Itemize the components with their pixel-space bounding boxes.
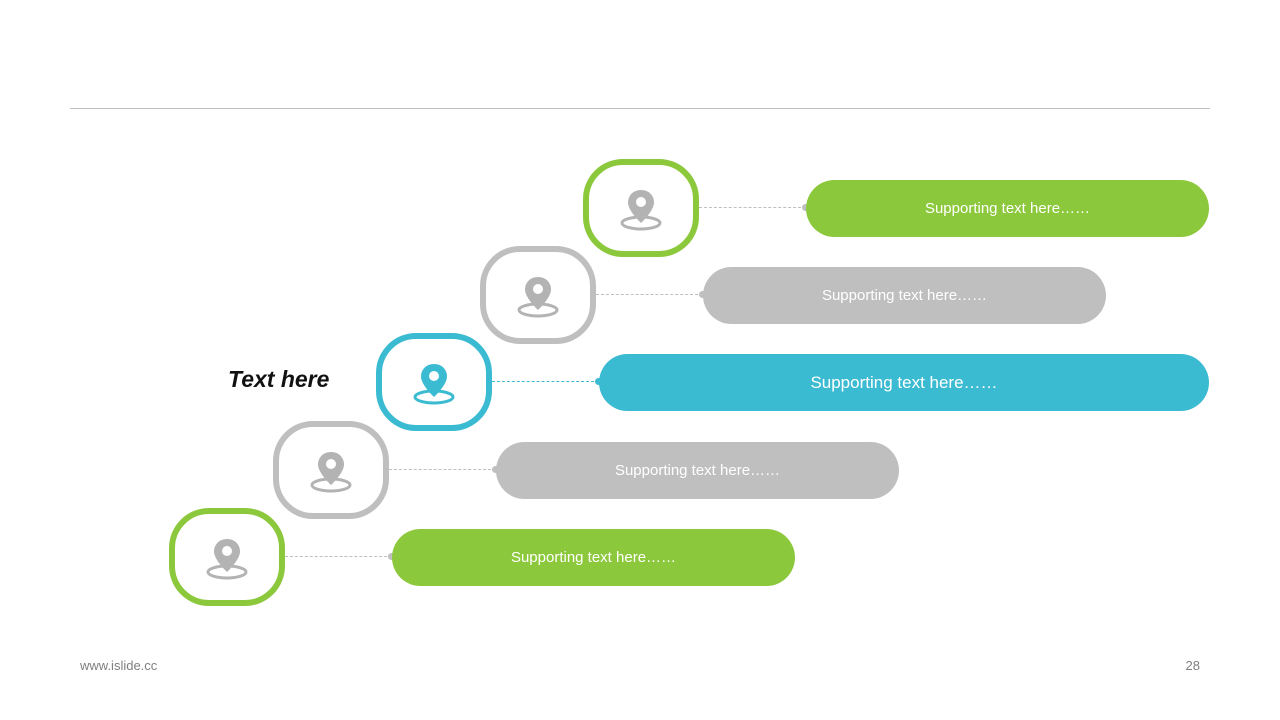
location-pin-icon [620,190,662,231]
connector-dot [595,378,602,385]
connector-dot [492,466,499,473]
footer-url: www.islide.cc [80,658,158,673]
side-label: Text here [228,366,330,392]
connector-dot [802,204,809,211]
connector-dot [699,291,706,298]
step-label-text: Supporting text here…… [614,462,781,479]
step-label-pill: Supporting text here…… [806,180,1209,237]
step-label-text: Supporting text here…… [924,200,1091,217]
connector-line [492,381,599,382]
step-label-pill: Supporting text here…… [599,354,1209,411]
location-pin-icon [310,452,352,493]
connector-line [596,294,703,295]
step-label-text: Supporting text here…… [821,287,988,304]
step-icon-frame [169,508,285,606]
title-divider [70,108,1210,109]
step-label-text: Supporting text here…… [810,372,998,392]
location-pin-icon [517,277,559,318]
step-icon-frame [376,333,492,431]
step-label-pill: Supporting text here…… [392,529,795,586]
step-label-text: Supporting text here…… [510,549,677,566]
location-pin-icon [206,539,248,580]
step-icon-frame [273,421,389,519]
connector-line [285,556,392,557]
page-number: 28 [1185,658,1200,673]
connector-line [389,469,496,470]
step-label-pill: Supporting text here…… [703,267,1106,324]
step-icon-frame [480,246,596,344]
connector-line [699,207,806,208]
step-icon-frame [583,159,699,257]
location-pin-icon [413,364,455,405]
connector-dot [388,553,395,560]
step-label-pill: Supporting text here…… [496,442,899,499]
